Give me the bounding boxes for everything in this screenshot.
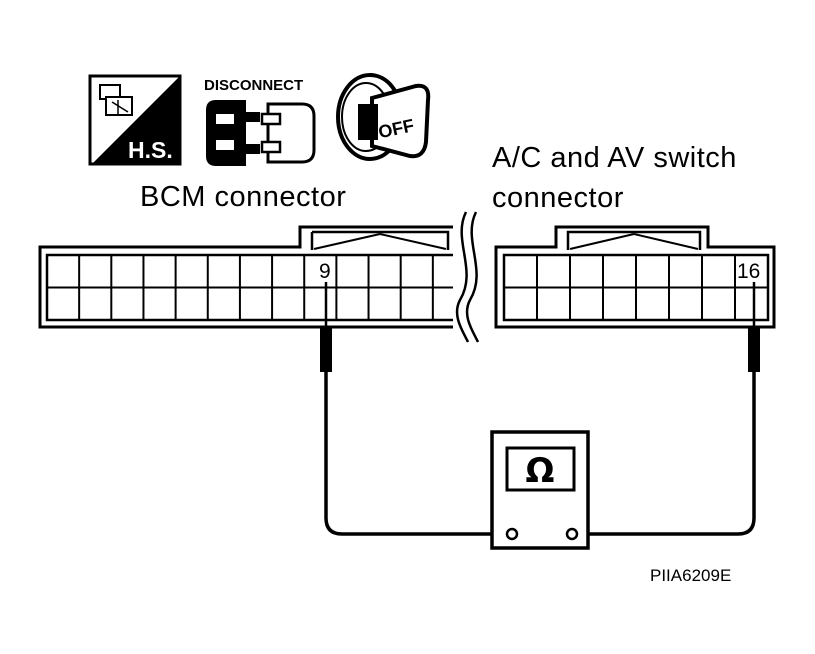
ac-av-switch-cavity-grid	[504, 255, 768, 320]
bcm-connector-title: BCM connector	[140, 181, 346, 213]
negative-terminal	[505, 527, 519, 541]
ohmmeter: Ω	[490, 430, 590, 550]
figure-code: PIIA6209E	[650, 566, 731, 585]
ohm-symbol-icon: Ω	[526, 451, 555, 491]
bcm-cavity-grid	[47, 255, 465, 320]
ac-av-switch-title-line1: A/C and AV switch	[492, 142, 737, 174]
connector-break-mark	[453, 210, 483, 345]
harness-side-icon: H.S.	[88, 74, 182, 166]
disconnect-icon: DISCONNECT	[204, 77, 316, 166]
bcm-pin-number: 9	[319, 260, 331, 283]
positive-terminal	[565, 527, 579, 541]
ac-av-switch-title-line2: connector	[492, 182, 624, 214]
ac-av-switch-pin-number: 16	[737, 260, 760, 283]
ignition-key-off-icon: OFF	[336, 73, 431, 161]
harness-side-label: H.S.	[128, 137, 173, 163]
ac-av-switch-connector: 16	[494, 225, 776, 329]
bcm-connector: 9	[38, 225, 472, 329]
test-leads	[320, 282, 760, 536]
disconnect-label: DISCONNECT	[204, 77, 303, 94]
